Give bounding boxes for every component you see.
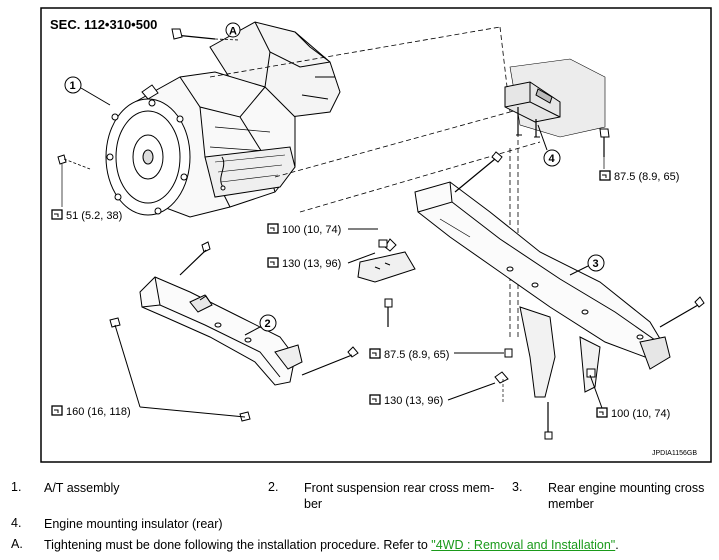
legend-num: 1. [11, 480, 22, 494]
leader-t160 [114, 324, 246, 418]
legend-text: Rear engine mounting cross [548, 481, 705, 495]
bolt-875-top [599, 128, 610, 169]
torque-wrench-icon [267, 257, 279, 268]
section-label: SEC. 112•310•500 [50, 17, 157, 32]
callout-3-circle [587, 254, 605, 272]
callout-3-label: 3 [593, 258, 599, 270]
legend-text: Front suspension rear cross mem- [304, 481, 495, 495]
leader-4 [537, 124, 548, 151]
torque-wrench-icon [51, 209, 63, 220]
callout-2-circle [259, 314, 277, 332]
torque-value: 100 (10, 74) [611, 408, 670, 420]
legend-text: A/T assembly [44, 481, 120, 495]
torque-wrench-icon [51, 405, 63, 416]
note-text: Tightening must be done following the in… [44, 537, 619, 553]
callout-1-label: 1 [70, 80, 76, 92]
note-tail: . [615, 538, 619, 552]
legend-text-cont: member [548, 497, 594, 511]
legend-num: 4. [11, 516, 22, 530]
at-assembly-drawing [105, 21, 341, 218]
leader-t130b [447, 382, 496, 401]
bolt-a [171, 28, 241, 41]
note-body: Tightening must be done following the in… [44, 538, 432, 552]
torque-wrench-icon [596, 407, 608, 418]
torque-value: 87.5 (8.9, 65) [384, 349, 449, 361]
image-code: JPDIA1156GB [652, 450, 697, 457]
torque-wrench-icon [267, 223, 279, 234]
legend-text-cont: ber [304, 497, 323, 511]
torque-value: 87.5 (8.9, 65) [614, 171, 679, 183]
leader-1 [80, 87, 111, 106]
callout-a-label: A [229, 26, 237, 38]
exploded-diagram: SEC. 112•310•500 A [40, 7, 712, 463]
legend-text: Engine mounting insulator (rear) [44, 517, 223, 531]
cross-member-bolts [378, 151, 705, 440]
torque-value: 51 (5.2, 38) [66, 210, 122, 222]
bolt-51 [57, 154, 91, 207]
callout-4-circle [543, 149, 561, 167]
mounting-insulator-drawing [504, 81, 561, 138]
legend-num: 2. [268, 480, 279, 494]
torque-value: 100 (10, 74) [282, 224, 341, 236]
front-cross-member-bolts [109, 241, 359, 422]
torque-wrench-icon [369, 394, 381, 405]
leader-3 [569, 265, 589, 276]
torque-value: 130 (13, 96) [282, 258, 341, 270]
callout-2-label: 2 [265, 318, 271, 330]
torque-value: 160 (16, 118) [66, 406, 131, 418]
leader-t100b [589, 374, 603, 409]
callout-a-circle [225, 22, 241, 38]
note-num: A. [11, 537, 23, 551]
leader-2 [244, 326, 261, 336]
cross-member-drawing [357, 181, 671, 398]
diagram-frame [40, 7, 712, 463]
torque-wrench-icon [599, 170, 611, 181]
torque-wrench-icon [369, 348, 381, 359]
callout-1-circle [64, 76, 82, 94]
legend-num: 3. [512, 480, 523, 494]
leader-t130a [347, 252, 376, 264]
callout-4-label: 4 [549, 153, 556, 165]
front-cross-member-drawing [139, 276, 303, 386]
torque-value: 130 (13, 96) [384, 395, 443, 407]
removal-installation-link[interactable]: "4WD : Removal and Installation" [431, 538, 616, 552]
